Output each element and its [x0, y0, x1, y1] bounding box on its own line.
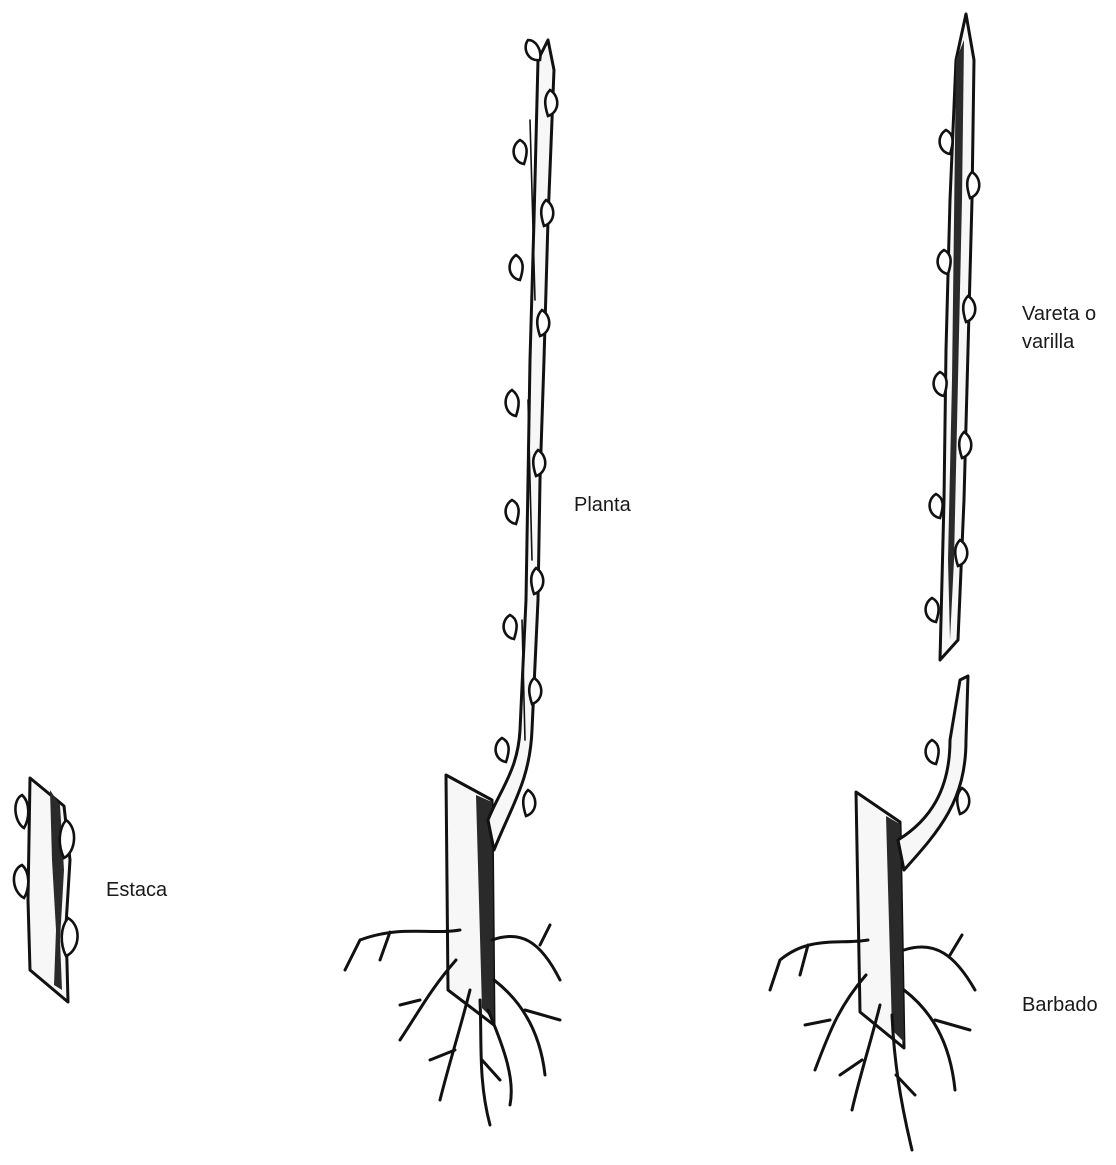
estaca-drawing: [14, 778, 78, 1002]
barbado-vareta-drawing: [770, 14, 979, 1150]
label-barbado: Barbado: [1022, 991, 1098, 1019]
label-planta: Planta: [574, 491, 631, 519]
planta-drawing: [345, 40, 560, 1125]
label-estaca: Estaca: [106, 876, 167, 904]
label-vareta: Vareta o varilla: [1022, 300, 1116, 356]
